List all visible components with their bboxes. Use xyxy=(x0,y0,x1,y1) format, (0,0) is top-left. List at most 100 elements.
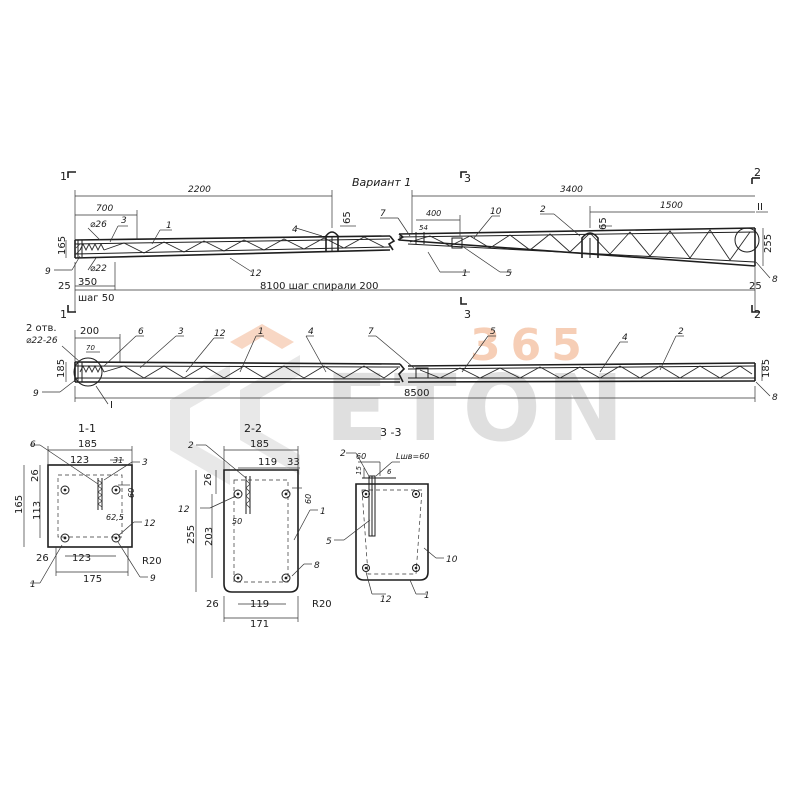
dim-185-left: 185 xyxy=(56,359,67,378)
callout-4: 4 xyxy=(292,225,298,235)
section-1-1-dim-185: 185 xyxy=(78,439,97,450)
section-2-2-callout-2: 2 xyxy=(188,441,194,451)
beam-bottom-left xyxy=(74,361,406,383)
lifting-loop-right xyxy=(581,232,599,258)
section-2-2-dim-26: 26 xyxy=(203,473,214,486)
dimension-lines-bottom xyxy=(65,330,763,402)
callout-3: 3 xyxy=(178,327,184,337)
callout-7: 7 xyxy=(380,209,386,219)
callout-II: II xyxy=(757,202,763,213)
dim-54: 54 xyxy=(419,224,428,232)
callout-5: 5 xyxy=(506,269,512,279)
elevation-top: 2200 700 3400 1500 400 165 255 65 65 25 … xyxy=(45,166,778,321)
section-1-1-spiral xyxy=(97,478,103,510)
section-3-3-leaders xyxy=(334,452,444,595)
section-mark-1-top: 1 xyxy=(60,170,67,183)
callout-1-right: 1 xyxy=(462,269,468,279)
holes-dia: ⌀22-26 xyxy=(26,336,58,346)
callout-10: 10 xyxy=(490,207,502,217)
dim-350: 350 xyxy=(78,277,97,288)
section-1-1: 1-1 xyxy=(14,422,162,590)
callout-2: 2 xyxy=(678,327,684,337)
section-1-1-callout-12: 12 xyxy=(144,519,156,529)
section-mark-3-top: 3 xyxy=(464,172,471,185)
section-3-3-callout-5: 5 xyxy=(326,537,332,547)
section-2-2-title: 2-2 xyxy=(244,422,262,435)
section-2-2-dims xyxy=(195,446,302,622)
dim-3400: 3400 xyxy=(560,185,583,195)
callout-leaders-top xyxy=(54,211,771,279)
dim-2200: 2200 xyxy=(188,185,211,195)
section-2-2-callout-12: 12 xyxy=(178,505,190,515)
beam-top-right xyxy=(397,227,756,267)
holes-label: 2 отв. xyxy=(26,323,57,334)
callout-8: 8 xyxy=(772,275,778,285)
watermark-brand: ETON xyxy=(325,355,630,462)
lifting-loop-left xyxy=(325,231,339,252)
dim-25-right: 25 xyxy=(749,281,762,292)
dim-25-left: 25 xyxy=(58,281,71,292)
callout-12: 12 xyxy=(214,329,226,339)
section-1-1-dims xyxy=(23,446,133,576)
section-2-2-dim-171: 171 xyxy=(250,619,269,630)
section-2-2-dim-185: 185 xyxy=(250,439,269,450)
section-3-3-dim-15: 15 xyxy=(355,466,363,475)
section-1-1-dim-31: 31 xyxy=(113,456,123,465)
section-1-1-bars xyxy=(60,485,121,543)
dim-700: 700 xyxy=(96,204,113,214)
callout-I: I xyxy=(110,400,113,411)
section-2-2-bars xyxy=(233,489,291,583)
section-3-3-callout-10: 10 xyxy=(446,555,458,565)
dim-65-right: 65 xyxy=(598,217,609,230)
section-1-1-dim-26-top: 26 xyxy=(30,469,41,482)
span-label: 8100 шаг спирали 200 xyxy=(260,281,379,292)
section-3-3-dim-lwb: Lшв=60 xyxy=(396,452,429,461)
section-3-3-dim-60: 60 xyxy=(356,452,366,461)
section-1-1-dim-123-top: 123 xyxy=(70,455,89,466)
section-3-3-outline xyxy=(355,483,429,581)
beam-bottom-right xyxy=(407,362,756,383)
callout-leaders-bottom xyxy=(42,335,771,405)
callout-4-right: 4 xyxy=(622,333,628,343)
section-2-2-dim-50: 50 xyxy=(232,517,242,526)
section-1-1-dim-165: 165 xyxy=(14,495,25,514)
section-1-1-dim-62-5: 62,5 xyxy=(106,513,124,522)
section-marks-top xyxy=(67,171,760,313)
section-2-2-leaders xyxy=(196,444,318,577)
section-2-2-dim-26-bottom: 26 xyxy=(206,599,219,610)
section-3-3-title: 3 -3 xyxy=(380,426,401,439)
section-2-2-callout-1: 1 xyxy=(320,507,326,517)
callout-1: 1 xyxy=(258,327,264,337)
dim-phi22: ⌀22 xyxy=(90,264,107,274)
section-3-3-dims xyxy=(358,461,400,478)
section-1-1-callout-3: 3 xyxy=(142,458,148,468)
dimension-lines-top xyxy=(65,190,764,312)
section-1-1-callout-9: 9 xyxy=(150,574,156,584)
dim-65-left: 65 xyxy=(342,211,353,224)
callout-12: 12 xyxy=(250,269,262,279)
spiral-bottom-right xyxy=(419,365,753,379)
section-2-2-dim-255: 255 xyxy=(186,525,197,544)
watermark-logo xyxy=(170,324,300,485)
section-mark-1-bottom: 1 xyxy=(60,308,67,321)
section-1-1-title: 1-1 xyxy=(78,422,96,435)
dim-8500: 8500 xyxy=(404,388,429,399)
spiral-bottom-left xyxy=(79,364,399,379)
embedded-plate-5 xyxy=(451,237,463,249)
callout-8: 8 xyxy=(772,393,778,403)
dim-1500: 1500 xyxy=(660,201,683,211)
variant-title: Вариант 1 xyxy=(352,176,411,189)
callout-4-left: 4 xyxy=(308,327,314,337)
section-2-2-loop xyxy=(245,476,251,514)
step-label: шаг 50 xyxy=(78,293,114,304)
section-1-1-dim-60: 60 xyxy=(127,488,136,498)
section-3-3: 3 -3 xyxy=(326,426,458,605)
watermark-number: 365 xyxy=(470,320,592,371)
callout-6: 6 xyxy=(138,327,144,337)
section-1-1-dim-123-bottom: 123 xyxy=(72,553,91,564)
callout-5: 5 xyxy=(490,327,496,337)
section-1-1-dim-r20: R20 xyxy=(142,556,162,567)
dim-70: 70 xyxy=(86,344,95,352)
section-3-3-bars xyxy=(362,490,420,572)
detail-circle-I xyxy=(73,357,103,387)
